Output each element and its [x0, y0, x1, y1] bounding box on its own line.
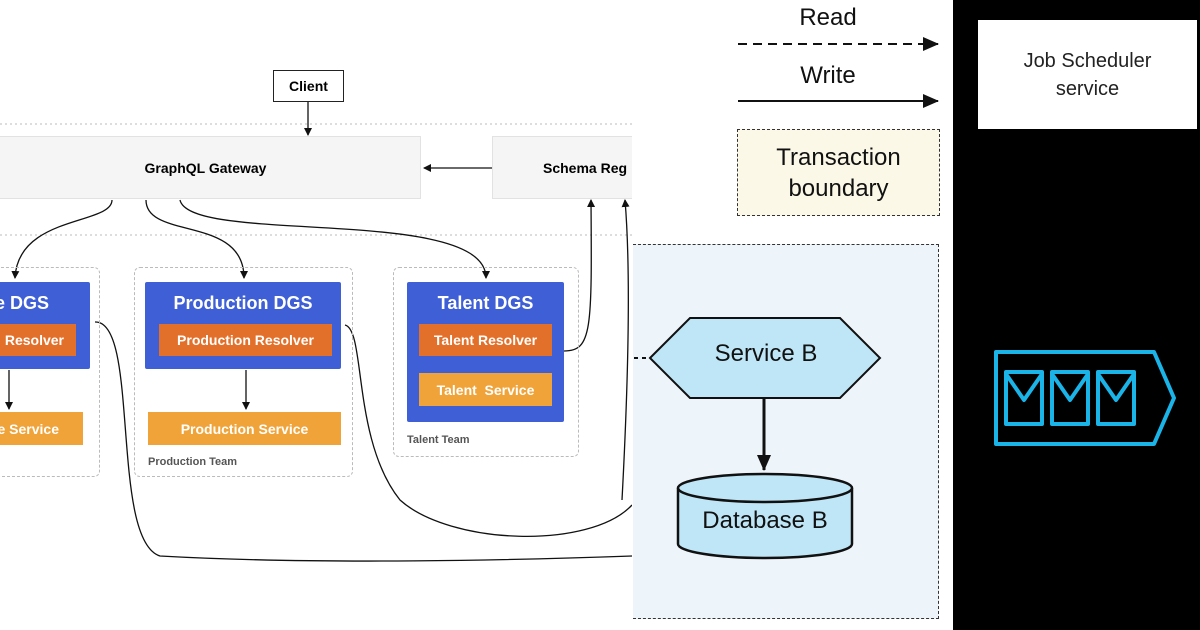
client-box: Client: [273, 70, 344, 102]
service-b-shape: [648, 317, 882, 399]
production-team-label: Production Team: [148, 456, 238, 468]
talent-service-box: Talent Service: [419, 373, 552, 406]
database-b-shape: [676, 488, 854, 560]
production-team-box: [134, 267, 353, 477]
production-service-box: Production Service: [148, 412, 341, 445]
movie-resolver-box: Resolver: [0, 324, 76, 356]
movie-team-box: [0, 267, 100, 477]
left-connectors: [0, 102, 632, 562]
legend-transaction-line2: boundary: [788, 174, 889, 202]
legend-transaction-box: Transaction boundary: [737, 129, 940, 216]
talent-dgs-title: Talent DGS: [437, 293, 534, 313]
movie-service-box: e Service: [0, 412, 83, 445]
legend-write-label: Write: [800, 62, 856, 89]
legend-read-label: Read: [799, 4, 857, 31]
job-scheduler-line1: Job Scheduler: [1023, 49, 1152, 72]
middle-connectors: [634, 37, 939, 560]
talent-team-box: [393, 267, 579, 457]
schema-registry-box: Schema Reg: [492, 136, 632, 199]
production-resolver-box: Production Resolver: [159, 324, 332, 356]
job-scheduler-box: Job Scheduler service: [978, 20, 1197, 129]
service-b-label: Service B: [714, 340, 818, 367]
production-dgs-title: Production DGS: [173, 293, 313, 313]
movie-dgs-title: ie DGS: [0, 293, 50, 313]
legend-transaction-line1: Transaction: [776, 143, 901, 171]
graphql-gateway-box: GraphQL Gateway: [0, 136, 421, 199]
talent-resolver-box: Talent Resolver: [419, 324, 552, 356]
graphql-architecture-panel: Client GraphQL Gateway Schema Reg ie DGS…: [0, 70, 632, 562]
talent-team-label: Talent Team: [407, 434, 470, 446]
message-queue-icon: [994, 350, 1176, 446]
database-b-label: Database B: [702, 507, 828, 534]
job-scheduler-line2: service: [1055, 77, 1120, 100]
